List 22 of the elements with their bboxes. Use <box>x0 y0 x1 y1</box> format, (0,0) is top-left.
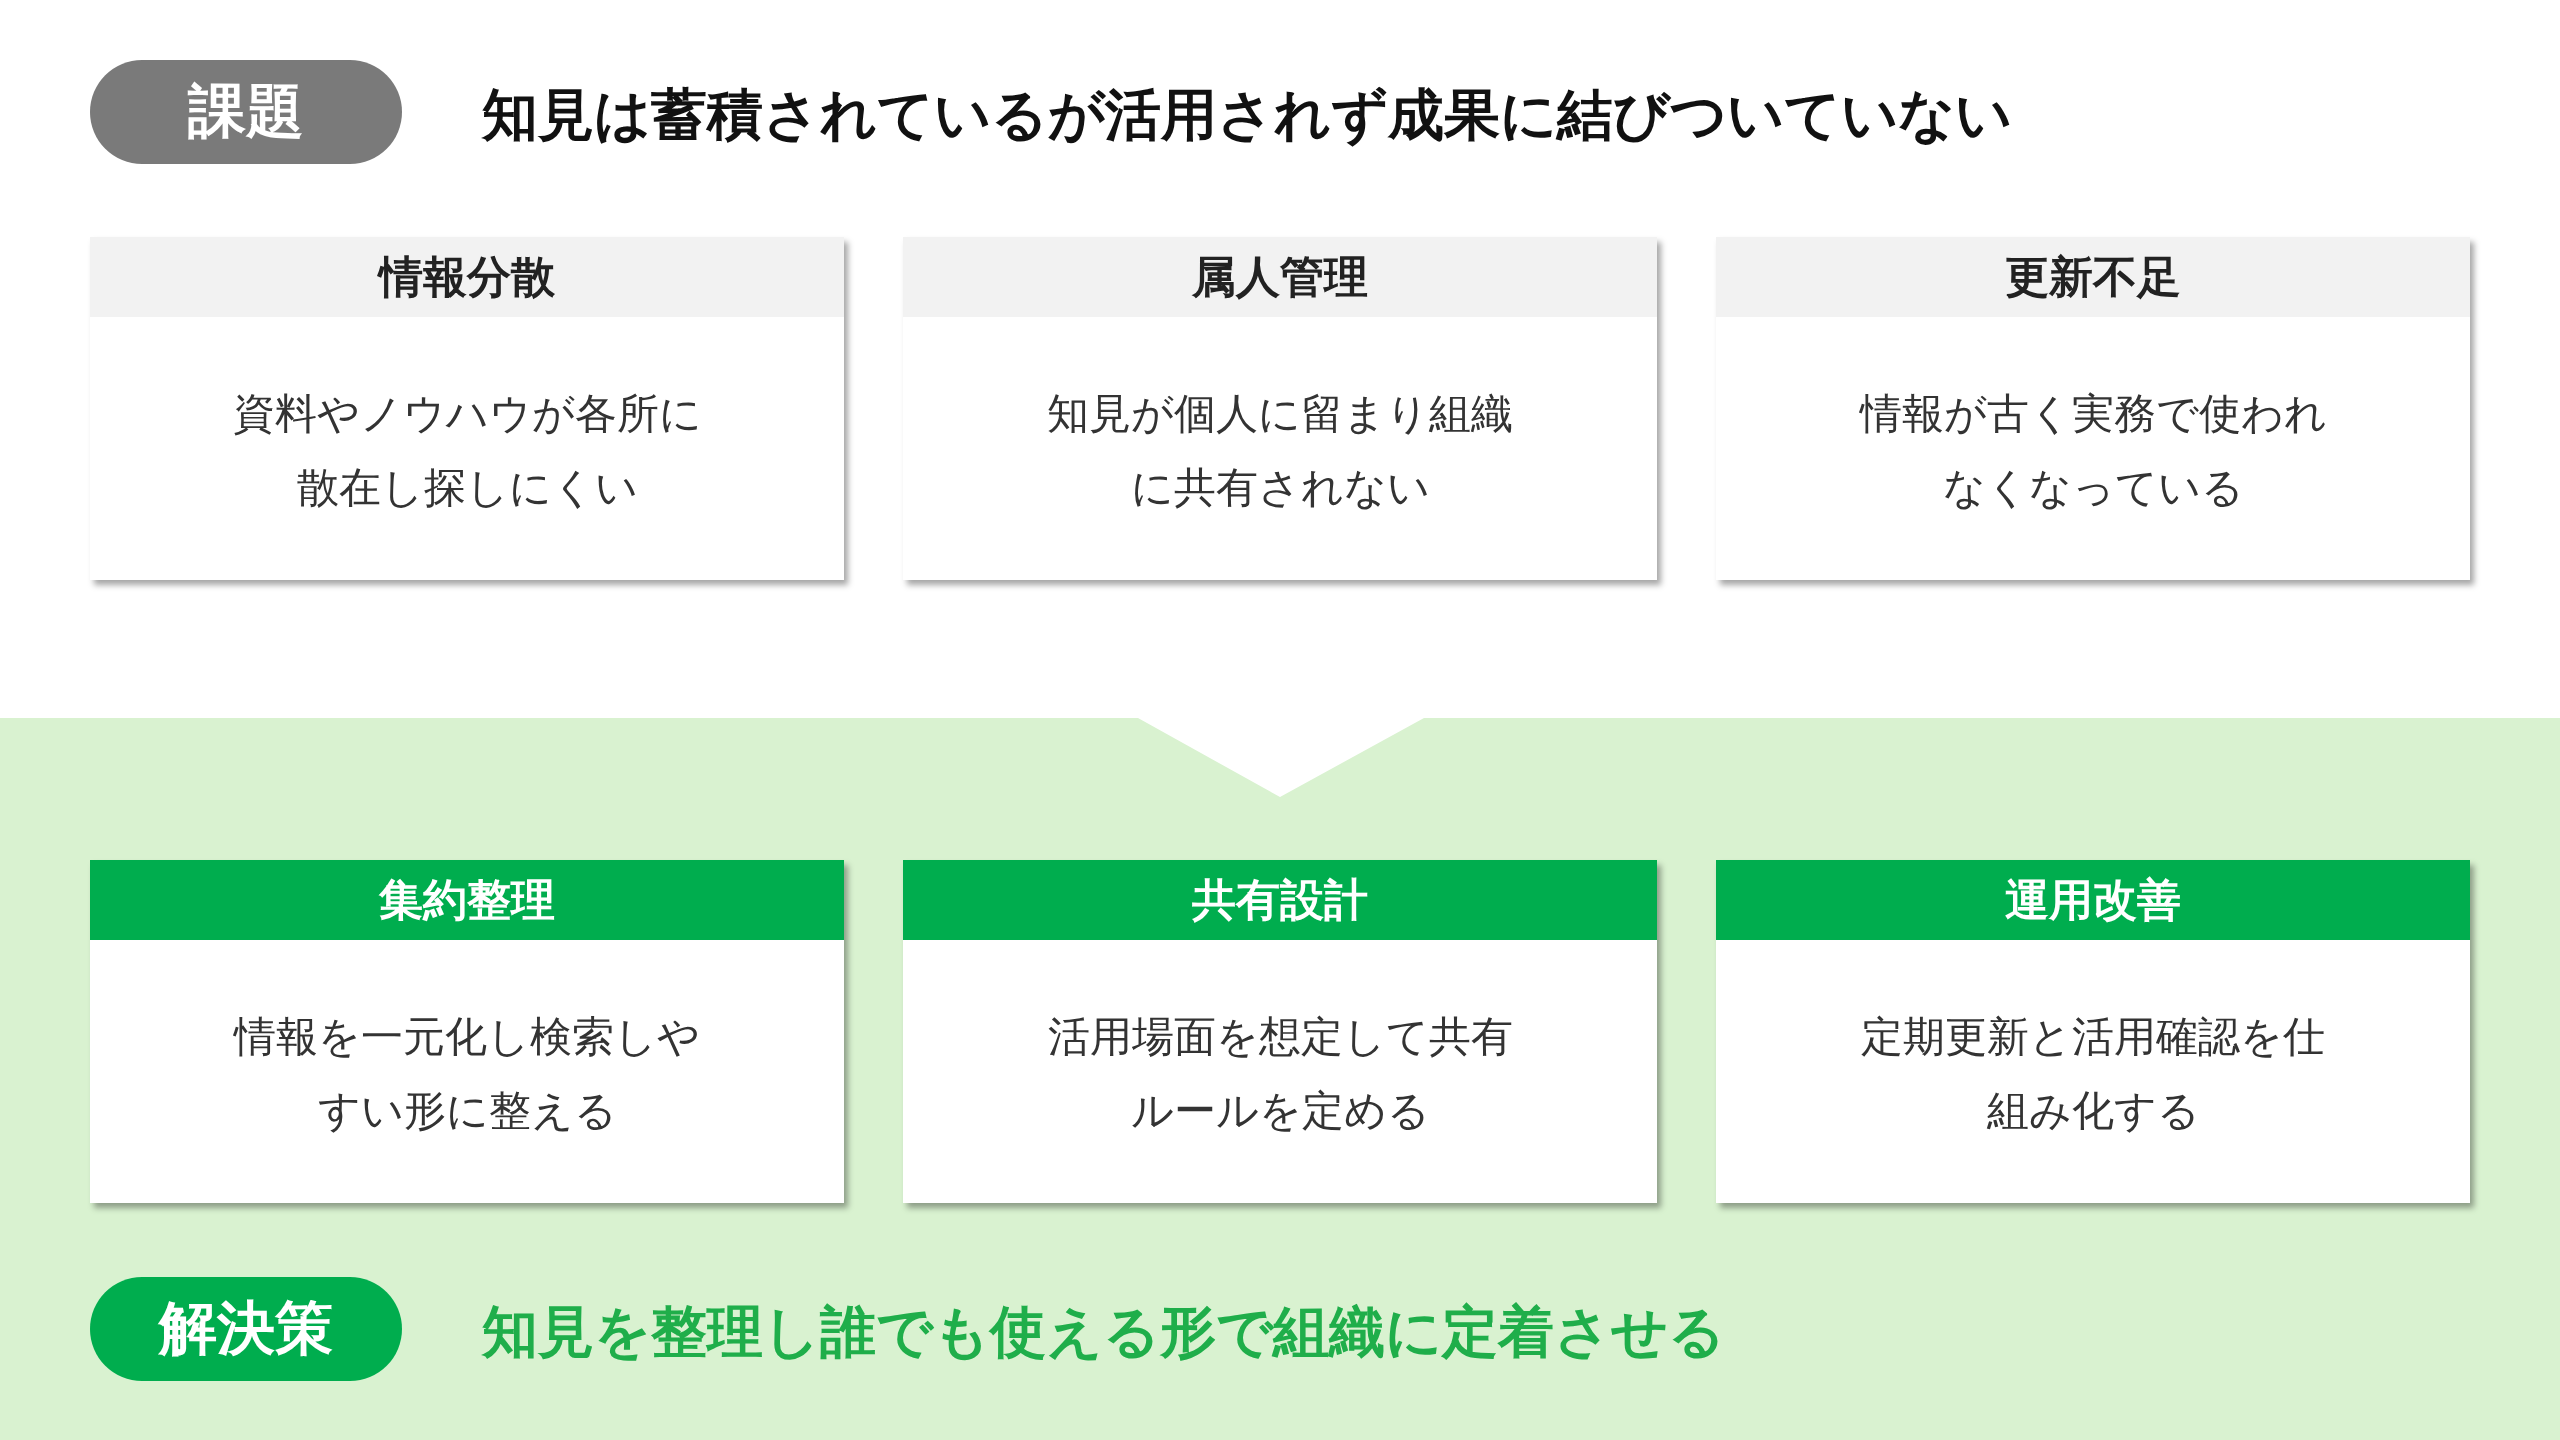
card-header: 情報分散 <box>90 237 844 317</box>
card-header: 更新不足 <box>1716 237 2470 317</box>
category-tag: 解決策 <box>90 1277 402 1381</box>
problem-card <box>1716 237 2470 580</box>
heading: 知見を整理し誰でも使える形で組織に定着させる <box>482 1298 1725 1366</box>
solution-card <box>90 860 844 1203</box>
card-header: 共有設計 <box>903 860 1657 940</box>
card-text: 資料やノウハウが各所に散在し探しにくい <box>231 388 703 514</box>
heading: 知見は蓄積されているが活用されず成果に結びついていない <box>482 81 2012 149</box>
problem-card <box>903 237 1657 580</box>
category-tag: 課題 <box>90 60 402 164</box>
card-text: 知見が個人に留まり組織に共有されない <box>1046 388 1514 514</box>
card-header: 属人管理 <box>903 237 1657 317</box>
solution-card <box>903 860 1657 1203</box>
card-header: 運用改善 <box>1716 860 2470 940</box>
card-text: 情報が古く実務で使われなくなっている <box>1858 388 2328 514</box>
card-text: 情報を一元化し検索しやすい形に整える <box>232 1011 701 1137</box>
solution-card <box>1716 860 2470 1203</box>
card-header: 集約整理 <box>90 860 844 940</box>
card-text: 活用場面を想定して共有ルールを定める <box>1046 1011 1514 1137</box>
card-text: 定期更新と活用確認を仕組み化する <box>1860 1011 2326 1137</box>
problem-card <box>90 237 844 580</box>
